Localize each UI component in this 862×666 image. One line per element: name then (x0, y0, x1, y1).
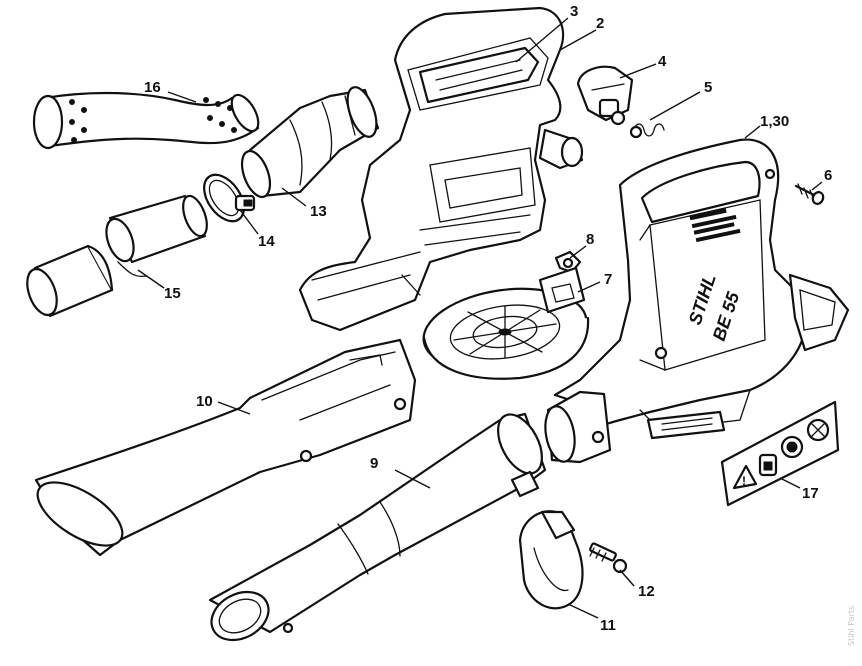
part-4-switch (576, 65, 634, 126)
callout-14: 14 (258, 233, 275, 250)
part-7-fan-cover (422, 266, 590, 380)
part-9-blower-tube (208, 412, 547, 642)
callout-17: 17 (802, 485, 819, 502)
part-14-hose-clamp (203, 173, 256, 223)
callout-numbers: 1,30 2 3 4 5 6 7 8 9 10 11 12 13 14 15 1… (144, 3, 832, 634)
svg-text:!: ! (742, 474, 746, 488)
part-10-flat-nozzle (34, 338, 417, 557)
part-11-clamp-band (518, 510, 584, 610)
callout-9: 9 (370, 455, 378, 472)
callout-12: 12 (638, 583, 655, 600)
callout-1-30: 1,30 (760, 113, 789, 130)
part-5-spring (629, 123, 665, 139)
part-12-screw (589, 542, 628, 574)
part-16-curved-tube (32, 91, 260, 150)
callout-2: 2 (596, 15, 604, 32)
part-17-warning-label: ! (720, 400, 840, 507)
callout-4: 4 (658, 53, 667, 70)
callout-6: 6 (824, 167, 832, 184)
callout-13: 13 (310, 203, 327, 220)
callout-8: 8 (586, 231, 594, 248)
callout-16: 16 (144, 79, 161, 96)
leader-lines (137, 17, 823, 619)
part-13-nozzle-adapter (240, 86, 380, 199)
callout-3: 3 (570, 3, 578, 20)
callout-15: 15 (164, 285, 181, 302)
part-15-straight-tubes (26, 194, 208, 318)
callout-5: 5 (704, 79, 712, 96)
callout-11: 11 (600, 617, 616, 634)
part-2-housing-shell (298, 6, 584, 332)
part-6-screw (794, 183, 825, 205)
callout-10: 10 (196, 393, 213, 410)
part-8-clip (554, 250, 582, 274)
watermark: Stihl Parts (847, 606, 856, 646)
housing-outlet-neck (544, 390, 612, 464)
part-3-housing-grille (418, 46, 540, 104)
callout-7: 7 (604, 271, 612, 288)
part-1-30-motor-housing: STIHL BE 55 (553, 138, 850, 440)
